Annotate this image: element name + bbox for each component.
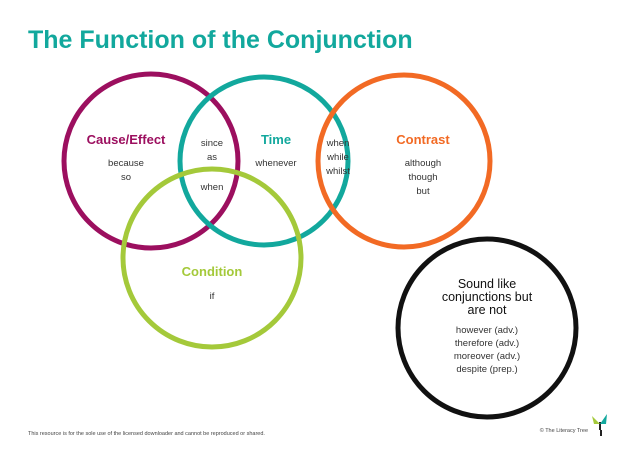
condition-label: Condition [182,264,243,279]
word: whilst [325,166,350,177]
footer-copyright: © The Literacy Tree [540,427,588,434]
not-conjunctions-circle [395,236,579,420]
not-label-line: are not [468,303,507,317]
word: however (adv.) [456,325,518,336]
not-label-line: Sound like [458,277,516,291]
footer-disclaimer: This resource is for the sole use of the… [28,431,265,437]
word: since [201,138,223,149]
time-label: Time [261,132,291,147]
word: moreover (adv.) [454,351,520,362]
word: when [200,182,224,193]
cause-effect-label: Cause/Effect [87,132,166,147]
word: as [207,152,217,163]
word: though [408,172,437,183]
word: while [326,152,349,163]
word: but [416,186,430,197]
word: because [108,158,144,169]
word: therefore (adv.) [455,338,519,349]
literacy-tree-logo-icon [592,414,607,436]
not-label-line: conjunctions but [442,290,533,304]
word: although [405,158,441,169]
word: whenever [254,158,296,169]
condition-circle [120,166,304,350]
word: despite (prep.) [456,364,517,375]
cause-effect-circle [61,71,241,251]
contrast-label: Contrast [396,132,450,147]
word: if [210,291,215,302]
word: so [121,172,131,183]
contrast-circle [315,72,493,250]
word: when [326,138,350,149]
page-title: The Function of the Conjunction [28,26,413,54]
time-circle [177,74,351,248]
